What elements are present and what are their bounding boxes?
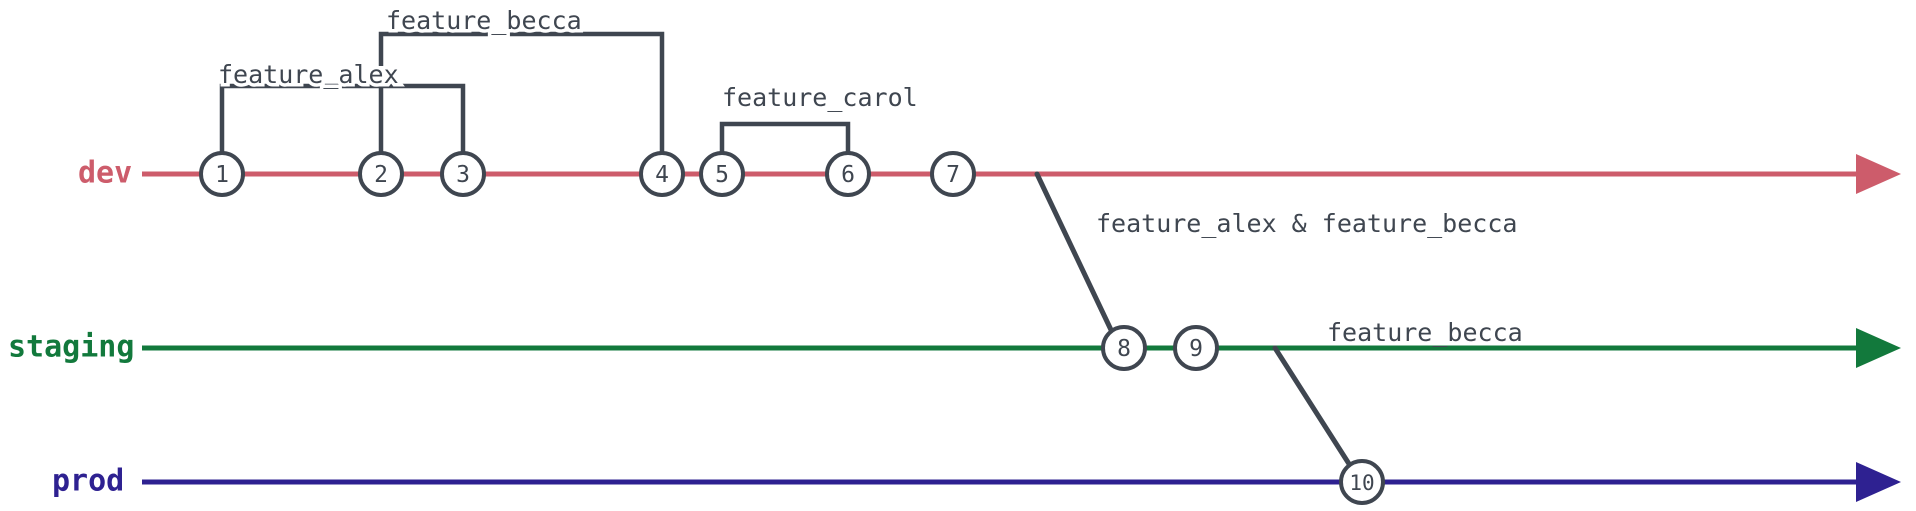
commit-node-7[interactable]: 7 (930, 151, 976, 197)
commit-number-5: 5 (715, 162, 729, 188)
merge-lines (1034, 171, 1354, 470)
branch-labels: dev staging prod (8, 156, 134, 499)
merge-line-staging-to-prod (1272, 345, 1354, 470)
commit-node-4[interactable]: 4 (639, 151, 685, 197)
commit-circle-2[interactable] (358, 151, 404, 197)
commit-circle-4[interactable] (639, 151, 685, 197)
feature-bracket-feature-carol (719, 121, 851, 158)
commit-circle-7[interactable] (930, 151, 976, 197)
commit-number-6: 6 (841, 162, 855, 188)
commit-number-1: 1 (215, 162, 229, 188)
commit-number-7: 7 (946, 162, 960, 188)
merge-labels: feature_alex & feature_becca feature_bec… (1096, 209, 1523, 347)
merge-label-dev-to-staging: feature_alex & feature_becca (1096, 209, 1517, 238)
commit-number-10: 10 (1349, 471, 1374, 495)
commit-node-8[interactable]: 8 (1101, 325, 1147, 371)
commit-circle-6[interactable] (825, 151, 871, 197)
merge-label-staging-to-prod: feature_becca (1327, 318, 1523, 347)
commit-number-2: 2 (374, 162, 388, 188)
feature-label-feature-alex: feature_alex (218, 60, 399, 89)
branch-lines (142, 154, 1901, 502)
feature-bracket-feature-alex (219, 83, 466, 158)
commit-node-10[interactable]: 10 (1339, 459, 1385, 505)
branch-label-staging: staging (8, 330, 134, 365)
commit-number-4: 4 (655, 162, 669, 188)
commit-node-9[interactable]: 9 (1173, 325, 1219, 371)
merge-line-dev-to-staging (1034, 171, 1115, 335)
feature-bracket-labels: feature_alex feature_becca feature_carol (215, 3, 922, 116)
commit-number-9: 9 (1189, 336, 1203, 362)
branch-label-prod: prod (52, 464, 124, 499)
commit-number-3: 3 (456, 162, 470, 188)
commit-circle-8[interactable] (1101, 325, 1147, 371)
commit-circle-10[interactable] (1339, 459, 1385, 505)
commit-circle-9[interactable] (1173, 325, 1219, 371)
commit-node-3[interactable]: 3 (440, 151, 486, 197)
commit-circle-1[interactable] (199, 151, 245, 197)
feature-bracket-feature-becca (378, 31, 665, 158)
commit-nodes: 1 2 3 4 5 6 (199, 151, 1385, 505)
branch-label-dev: dev (78, 156, 132, 191)
commit-number-8: 8 (1117, 336, 1131, 362)
commit-node-2[interactable]: 2 (358, 151, 404, 197)
feature-brackets (219, 31, 851, 158)
commit-node-5[interactable]: 5 (699, 151, 745, 197)
commit-node-1[interactable]: 1 (199, 151, 245, 197)
commit-node-6[interactable]: 6 (825, 151, 871, 197)
feature-label-feature-carol: feature_carol (722, 83, 918, 112)
commit-circle-5[interactable] (699, 151, 745, 197)
feature-label-feature-becca: feature_becca (386, 6, 582, 35)
commit-circle-3[interactable] (440, 151, 486, 197)
